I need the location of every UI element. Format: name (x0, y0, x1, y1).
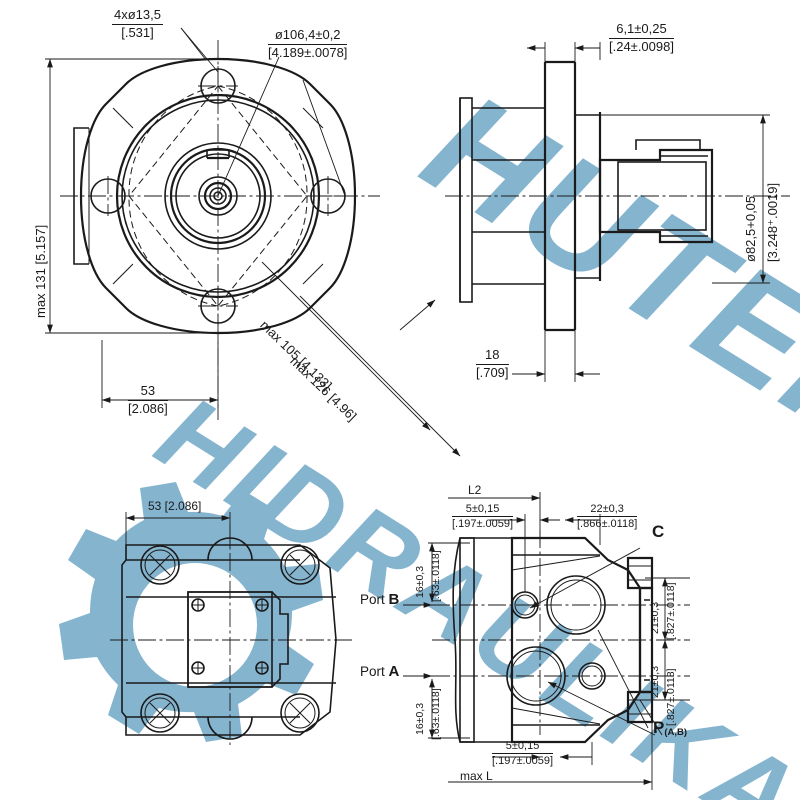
dim-l2: L2 (468, 483, 482, 497)
dim-center-21-bottom-a: 21±0,3 (649, 665, 661, 698)
rear-bolt-bosses (140, 545, 320, 733)
callout-drain-c: C (652, 522, 665, 541)
side-view-geometry (445, 60, 790, 332)
dim-offset-22: 22±0,3 [.866±.0118] (577, 503, 638, 531)
front-view-dimensions (45, 27, 461, 457)
dim-edge-16-bottom-b: [.63±.0118] (430, 688, 442, 740)
dim-edge-16-top-b: [.63±.0118] (430, 550, 442, 602)
port-view-dimensions (403, 492, 690, 790)
dim-width-53-front: 53 [2.086] (128, 383, 168, 416)
dim-width-53-rear: 53 [2.086] (148, 499, 202, 513)
dim-edge-16-bottom-a: 16±0,3 (414, 702, 426, 735)
dim-max-l: max L (460, 769, 493, 783)
rear-view-dimensions (125, 512, 231, 548)
dim-center-21-top-b: [.827±.0118] (665, 582, 677, 640)
dim-offset-5-top: 5±0,15 [.197±.0059] (452, 503, 514, 531)
rear-plate-screws (191, 598, 269, 675)
front-view-geometry (60, 27, 380, 420)
dim-flange-thickness: 6,1±0,25 [.24±.0098] (609, 21, 674, 54)
dim-max-height: max 131 [5.157] (33, 224, 48, 318)
rear-view-geometry (110, 525, 355, 745)
callout-pressure-p: P(A,B) (653, 718, 688, 738)
side-view-dimensions (399, 42, 770, 382)
dim-pilot-dia-side: ø82,5+0,05 (743, 195, 758, 262)
dim-pilot-dia-side-inch: [3.248⁺.0019] (765, 182, 780, 262)
dim-center-21-top-a: 21±0,3 (649, 601, 661, 634)
dim-shaft-length: 18 [.709] (476, 347, 509, 380)
callout-port-a: Port A (360, 663, 400, 680)
dim-bolt-holes: 4xø13,5 [.531] (112, 7, 163, 40)
callout-pressure-p-sub: (A,B) (664, 727, 688, 738)
dim-edge-16-top-a: 16±0,3 (414, 565, 426, 598)
callout-port-b: Port B (360, 591, 400, 608)
dim-offset-5-bottom: 5±0,15 [.197±.0059] (492, 740, 554, 768)
dim-pilot-diameter: ø106,4±0,2 [4.189±.0078] (268, 27, 348, 60)
